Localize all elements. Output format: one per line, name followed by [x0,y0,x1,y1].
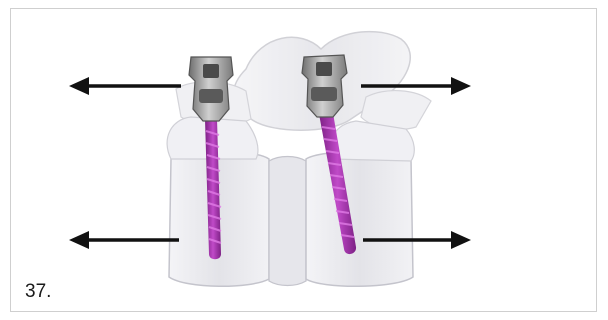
figure-label: 37. [25,281,51,303]
figure-frame: 37. [10,8,597,312]
vertebral-bodies [167,117,414,286]
arrow-lower-left [69,231,179,249]
arrow-upper-left [69,77,181,95]
spine-screw-illustration [11,9,597,312]
